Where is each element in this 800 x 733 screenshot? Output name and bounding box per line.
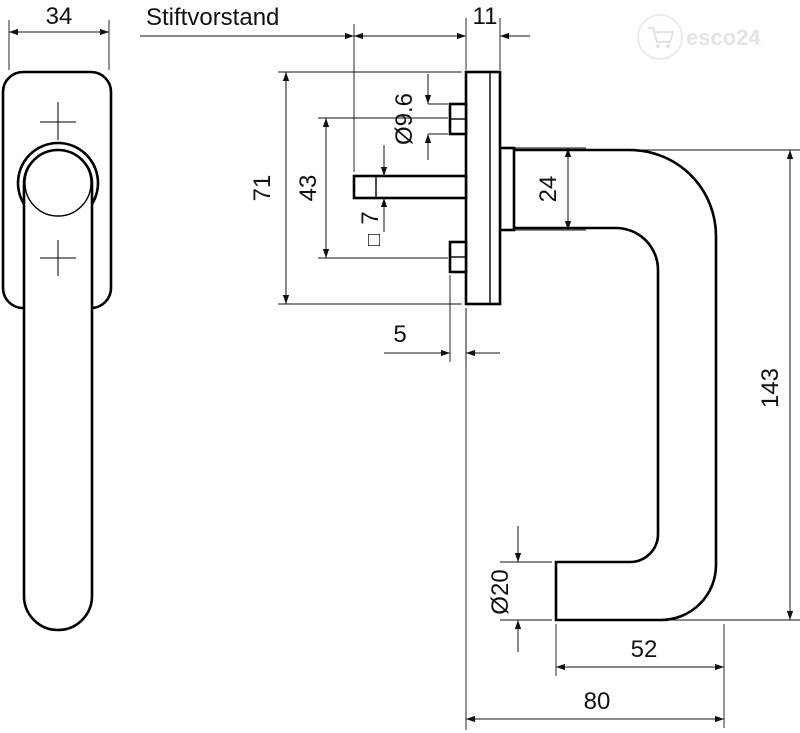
dim-height-total: 71	[249, 175, 276, 202]
dim-grip-depth-total: 80	[584, 688, 611, 715]
dim-width-front: 34	[46, 3, 73, 30]
dim-screw-hole-diameter: Ø9.6	[391, 93, 418, 145]
front-lever-shaft	[22, 148, 94, 632]
dim-base-thickness: 5	[393, 321, 406, 348]
watermark-logo: esco24	[637, 14, 761, 60]
watermark-text: esco24	[686, 25, 761, 50]
side-view: Stiftvorstand 11 71 43 □ 7 Ø9.6	[140, 3, 800, 730]
dim-stift-offset: 11	[473, 3, 498, 30]
side-spindle	[352, 174, 468, 200]
stiftvorstand-label: Stiftvorstand	[146, 4, 279, 31]
dim-hole-spacing: 43	[295, 175, 322, 202]
square-symbol: □	[363, 234, 385, 246]
dim-grip-diameter: Ø20	[487, 569, 514, 614]
shopping-cart-icon	[648, 27, 675, 48]
dim-grip-height: 143	[757, 368, 784, 408]
front-knob-inner	[24, 149, 92, 217]
side-neck	[498, 146, 516, 232]
side-rosette	[464, 70, 502, 306]
dim-square-spindle: 7	[357, 211, 384, 224]
dim-neck-diameter: 24	[535, 176, 562, 203]
front-view: 34	[1, 3, 113, 632]
dim-grip-depth-inner: 52	[631, 636, 658, 663]
side-handle-grip	[505, 148, 718, 622]
